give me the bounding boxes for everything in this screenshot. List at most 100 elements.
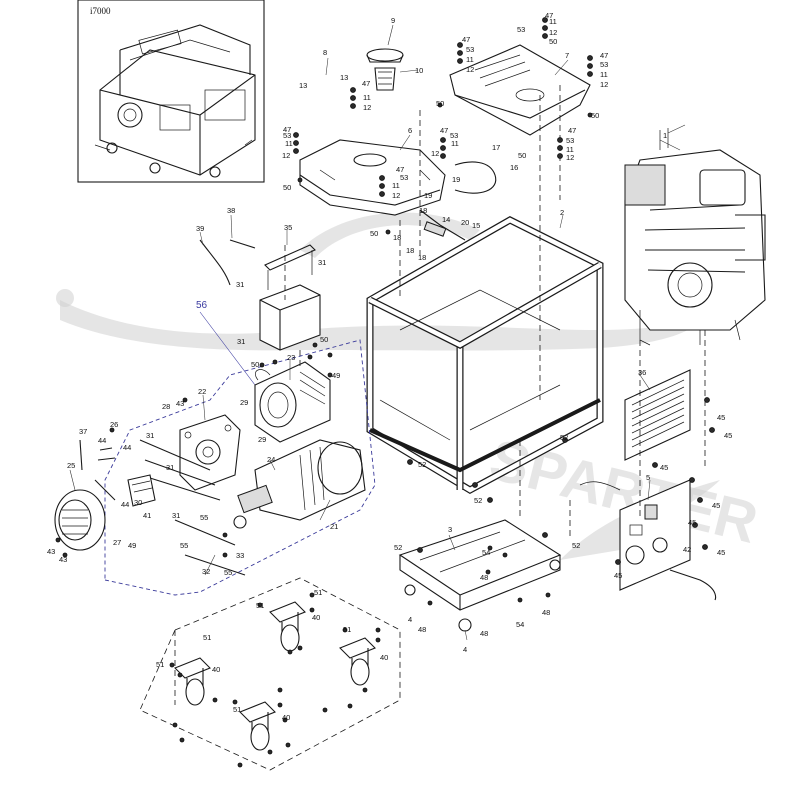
label-part-43b: 43 [47, 547, 55, 556]
label-part-6: 6 [408, 126, 412, 135]
label-part-51a: 51 [256, 601, 264, 610]
label-part-28: 28 [162, 402, 170, 411]
label-part-11h: 11 [392, 181, 400, 190]
label-part-43c: 43 [59, 555, 67, 564]
label-part-40b: 40 [380, 653, 388, 662]
label-part-13b: 13 [340, 73, 348, 82]
battery-part [199, 239, 321, 351]
base-part [398, 519, 562, 632]
alternator-group: 56 [54, 300, 376, 596]
label-part-53f: 53 [283, 131, 291, 140]
fuel-cap-filter [366, 48, 404, 91]
label-part-31a: 31 [146, 431, 154, 440]
label-part-17: 17 [492, 143, 500, 152]
label-part-55a: 55 [180, 541, 188, 550]
label-part-53b: 53 [600, 60, 608, 69]
label-part-1: 1 [663, 131, 667, 140]
model-label: i7000 [90, 6, 111, 16]
label-part-29a: 29 [240, 398, 248, 407]
label-part-8: 8 [323, 48, 327, 57]
label-part-53a: 53 [517, 25, 525, 34]
engine-part [624, 124, 766, 346]
fuel-tank-part [299, 139, 446, 216]
label-part-15: 15 [472, 221, 480, 230]
label-part-18d: 18 [418, 253, 426, 262]
label-part-44c: 44 [121, 500, 129, 509]
label-part-55c: 55 [200, 513, 208, 522]
label-part-50f: 50 [518, 151, 526, 160]
label-part-24: 24 [267, 455, 275, 464]
label-part-50b: 50 [591, 111, 599, 120]
label-part-45a: 45 [717, 413, 725, 422]
label-part-42: 42 [683, 545, 691, 554]
frame-part [366, 216, 604, 495]
label-part-12e: 12 [431, 149, 439, 158]
label-part-40c: 40 [212, 665, 220, 674]
label-part-49a: 49 [128, 541, 136, 550]
label-part-52c: 52 [474, 496, 482, 505]
label-part-55b: 55 [224, 568, 232, 577]
hardware-fasteners [55, 17, 715, 606]
label-part-14: 14 [442, 215, 450, 224]
label-part-11a: 11 [549, 17, 557, 26]
label-part-11d: 11 [466, 55, 474, 64]
label-part-44a: 44 [98, 436, 106, 445]
label-part-13a: 13 [299, 81, 307, 90]
label-part-33: 33 [236, 551, 244, 560]
label-part-51c: 51 [343, 625, 351, 634]
label-part-4b: 4 [463, 645, 467, 654]
label-part-22: 22 [198, 387, 206, 396]
label-part-11b: 11 [600, 70, 608, 79]
label-part-50a: 50 [549, 37, 557, 46]
label-part-18a: 18 [419, 206, 427, 215]
caster-wheel-1 [269, 601, 306, 652]
label-part-35: 35 [284, 223, 292, 232]
top-cover-part [449, 44, 591, 136]
label-part-54a: 54 [516, 620, 524, 629]
label-part-32: 32 [202, 567, 210, 576]
label-part-12h: 12 [392, 191, 400, 200]
label-part-51d: 51 [203, 633, 211, 642]
part-number-labels: 1 2 3 4 4 5 6 7 8 9 10 11 11 11 11 11 11… [47, 11, 732, 722]
label-part-27: 27 [113, 538, 121, 547]
label-part-37: 37 [79, 427, 87, 436]
caster-wheel-4 [239, 701, 276, 751]
label-part-51f: 51 [233, 705, 241, 714]
label-part-21: 21 [330, 522, 338, 531]
label-part-53g: 53 [400, 173, 408, 182]
label-part-53d: 53 [450, 131, 458, 140]
label-part-10: 10 [415, 66, 423, 75]
label-part-53c: 53 [466, 45, 474, 54]
label-part-30: 30 [134, 498, 142, 507]
label-part-47g: 47 [283, 125, 291, 134]
label-part-52a: 52 [394, 543, 402, 552]
caster-wheel-3 [174, 657, 211, 706]
label-part-18b: 18 [393, 233, 401, 242]
label-part-19a: 19 [452, 175, 460, 184]
label-part-38: 38 [227, 206, 235, 215]
label-part-3: 3 [448, 525, 452, 534]
label-part-47a: 47 [545, 11, 553, 20]
label-part-7: 7 [565, 51, 569, 60]
inset-overview: i7000 [77, 0, 265, 183]
label-part-52b: 52 [418, 460, 426, 469]
label-part-52e: 52 [572, 541, 580, 550]
label-part-45e: 45 [688, 518, 696, 527]
label-part-47b: 47 [600, 51, 608, 60]
label-part-12g: 12 [282, 151, 290, 160]
label-part-40a: 40 [312, 613, 320, 622]
label-part-47c: 47 [462, 35, 470, 44]
label-part-51b: 51 [314, 588, 322, 597]
label-part-48c: 48 [542, 608, 550, 617]
label-part-31e: 31 [318, 258, 326, 267]
label-part-47f: 47 [568, 126, 576, 135]
label-part-48a: 48 [418, 625, 426, 634]
label-part-50e: 50 [370, 229, 378, 238]
label-part-47h: 47 [396, 165, 404, 174]
label-part-45c: 45 [660, 463, 668, 472]
label-part-2: 2 [560, 208, 564, 217]
leader-lines [69, 24, 681, 641]
label-part-29b: 29 [258, 435, 266, 444]
label-part-12c: 12 [363, 103, 371, 112]
